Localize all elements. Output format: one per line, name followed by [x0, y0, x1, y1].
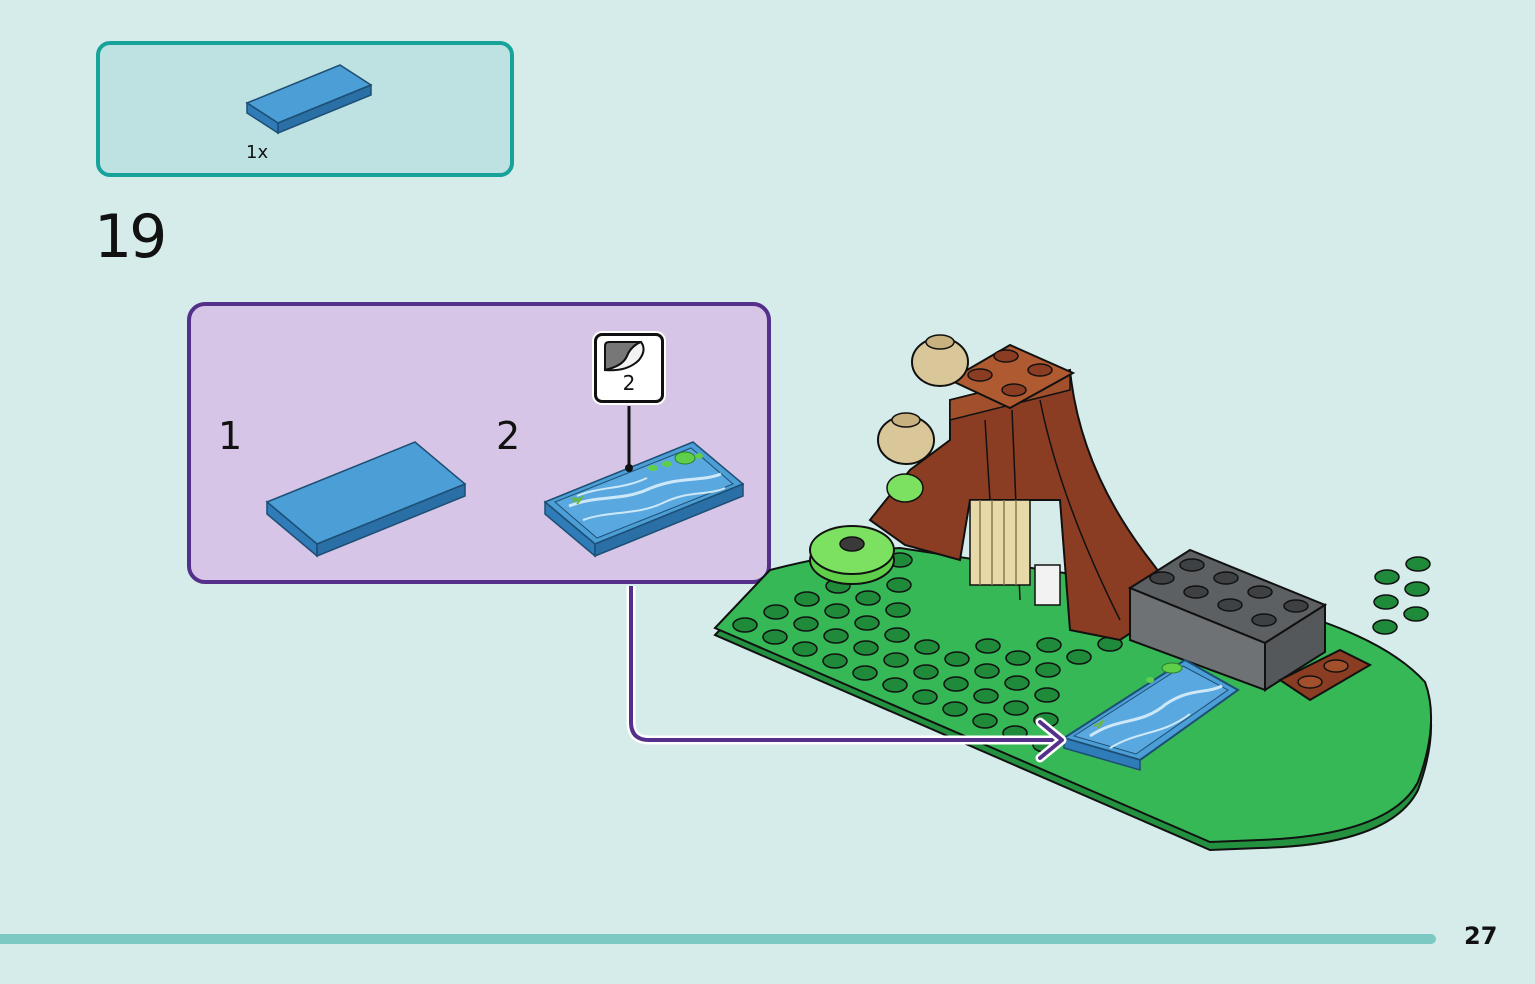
baseplate-stud	[763, 604, 789, 620]
tree-trunk	[868, 343, 1182, 642]
blue-tile-icon	[245, 64, 373, 135]
baseplate-stud	[972, 713, 998, 729]
baseplate-stud	[885, 602, 911, 618]
water-sticker-tile-icon	[543, 406, 745, 558]
assembly-arrow	[626, 586, 1067, 763]
baseplate-stud	[824, 603, 850, 619]
sticker-peel-icon	[604, 340, 645, 372]
baseplate-stud	[1374, 569, 1400, 585]
substep-illustrations	[265, 406, 745, 558]
baseplate-stud	[732, 617, 758, 633]
baseplate-stud	[1036, 637, 1062, 653]
footer-bar	[0, 934, 1436, 944]
step-number: 19	[94, 202, 167, 272]
baseplate-stud	[853, 640, 879, 656]
sticker-number: 2	[622, 371, 636, 395]
baseplate-stud	[914, 639, 940, 655]
baseplate-stud	[1403, 606, 1429, 622]
baseplate-stud	[854, 615, 880, 631]
tan-mushroom	[877, 334, 969, 465]
baseplate-stud	[912, 689, 938, 705]
substep-number-1: 1	[218, 414, 243, 458]
baseplate-stud	[823, 628, 849, 644]
baseplate-stud	[943, 676, 969, 692]
baseplate-stud	[792, 641, 818, 657]
baseplate-stud	[1003, 700, 1029, 716]
baseplate-stud	[822, 653, 848, 669]
baseplate-stud	[1066, 649, 1092, 665]
baseplate-stud	[882, 677, 908, 693]
substep-box: 1 2	[187, 302, 771, 584]
baseplate-stud	[855, 590, 881, 606]
baseplate-stud	[1404, 581, 1430, 597]
baseplate-stud	[1035, 662, 1061, 678]
baseplate-stud	[884, 627, 910, 643]
baseplate-stud	[974, 663, 1000, 679]
baseplate-stud	[852, 665, 878, 681]
page-number: 27	[1464, 922, 1498, 950]
baseplate-stud	[942, 701, 968, 717]
baseplate-stud	[1372, 619, 1398, 635]
baseplate-stud	[1005, 650, 1031, 666]
lime-round-plate	[809, 473, 924, 585]
blue-tile-icon	[265, 441, 467, 558]
grey-brick	[1127, 548, 1373, 702]
baseplate-stud	[1004, 675, 1030, 691]
baseplate-stud	[1405, 556, 1431, 572]
baseplate-stud	[944, 651, 970, 667]
baseplate-stud	[913, 664, 939, 680]
substep-number-2: 2	[496, 414, 521, 458]
baseplate-stud	[883, 652, 909, 668]
baseplate-stud	[975, 638, 1001, 654]
sticker-callout: 2	[594, 333, 664, 403]
baseplate-stud	[1373, 594, 1399, 610]
parts-list-box: 1x	[96, 41, 514, 177]
baseplate-stud	[794, 591, 820, 607]
baseplate-stud	[1034, 687, 1060, 703]
placed-water-tile	[1061, 658, 1240, 771]
baseplate-stud	[793, 616, 819, 632]
baseplate-stud	[762, 629, 788, 645]
baseplate-stud	[886, 577, 912, 593]
part-quantity: 1x	[246, 142, 269, 163]
baseplate-stud	[973, 688, 999, 704]
